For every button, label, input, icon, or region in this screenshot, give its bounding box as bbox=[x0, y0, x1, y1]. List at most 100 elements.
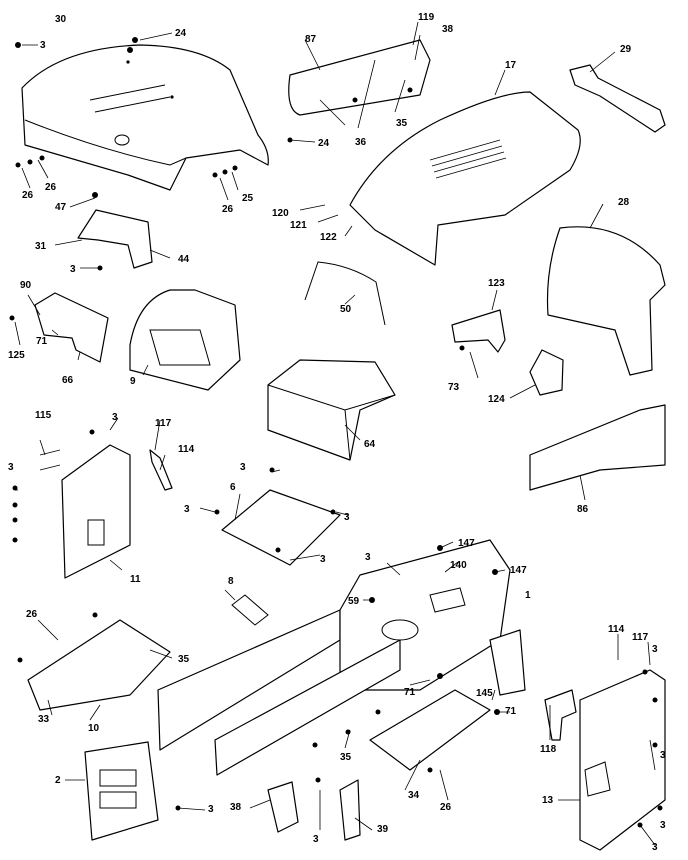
label-87: 87 bbox=[305, 34, 317, 45]
label-35: 35 bbox=[396, 118, 408, 129]
part-9-console bbox=[129, 289, 241, 391]
part-118-bracket bbox=[544, 689, 577, 741]
label-123: 123 bbox=[488, 278, 505, 289]
label-26: 26 bbox=[45, 182, 57, 193]
part-29-hood-bracket bbox=[569, 64, 666, 133]
label-35: 35 bbox=[178, 654, 190, 665]
label-38: 38 bbox=[442, 24, 454, 35]
fasteners bbox=[9, 37, 663, 828]
label-114: 114 bbox=[608, 624, 625, 635]
part-13-panel bbox=[579, 669, 666, 851]
part-6-cover-plate bbox=[221, 489, 341, 566]
label-140: 140 bbox=[450, 560, 467, 571]
label-2: 2 bbox=[55, 775, 61, 786]
label-147: 147 bbox=[458, 538, 475, 549]
label-13: 13 bbox=[542, 795, 554, 806]
part-11-plate bbox=[61, 444, 131, 579]
part-8-link bbox=[231, 594, 269, 626]
label-114: 114 bbox=[178, 444, 195, 455]
label-50: 50 bbox=[340, 304, 352, 315]
label-6: 6 bbox=[230, 482, 236, 493]
leader-lines bbox=[14, 21, 656, 846]
label-11: 11 bbox=[130, 574, 141, 585]
label-17: 17 bbox=[505, 60, 517, 71]
label-117: 117 bbox=[155, 418, 172, 429]
label-1: 1 bbox=[525, 590, 531, 601]
label-3: 3 bbox=[344, 512, 350, 523]
label-121: 121 bbox=[290, 220, 307, 231]
label-35: 35 bbox=[340, 752, 352, 763]
label-115: 115 bbox=[35, 410, 52, 421]
part-28-fender-side bbox=[546, 226, 666, 376]
part-2-plate bbox=[84, 741, 159, 841]
label-44: 44 bbox=[178, 254, 190, 265]
label-10: 10 bbox=[88, 723, 100, 734]
label-34: 34 bbox=[408, 790, 420, 801]
part-17-rear-hood bbox=[349, 91, 581, 266]
label-9: 9 bbox=[130, 376, 136, 387]
label-147: 147 bbox=[510, 565, 527, 576]
label-25: 25 bbox=[242, 193, 254, 204]
part-90-plate bbox=[34, 292, 109, 363]
part-50-rod bbox=[304, 261, 386, 326]
callout-labels: 30 3 24 87 119 38 29 17 36 35 24 26 26 4… bbox=[8, 12, 666, 853]
label-26: 26 bbox=[440, 802, 452, 813]
label-64: 64 bbox=[364, 439, 376, 450]
part-38-bracket bbox=[267, 781, 299, 833]
label-30: 30 bbox=[55, 14, 67, 25]
part-123-bracket bbox=[451, 309, 506, 353]
part-124-bracket bbox=[529, 349, 564, 396]
label-31: 31 bbox=[35, 241, 47, 252]
label-71: 71 bbox=[36, 336, 48, 347]
label-86: 86 bbox=[577, 504, 589, 515]
label-59: 59 bbox=[348, 596, 360, 607]
label-3: 3 bbox=[320, 554, 326, 565]
label-39: 39 bbox=[377, 824, 389, 835]
label-66: 66 bbox=[62, 375, 74, 386]
label-3: 3 bbox=[40, 40, 46, 51]
part-86-panel bbox=[529, 404, 666, 491]
label-3: 3 bbox=[112, 412, 118, 423]
part-30-hood bbox=[21, 44, 269, 191]
label-3: 3 bbox=[313, 834, 319, 845]
label-3: 3 bbox=[8, 462, 14, 473]
part-39-bracket bbox=[339, 779, 361, 841]
part-31-bracket bbox=[77, 209, 153, 269]
label-3: 3 bbox=[652, 842, 658, 853]
part-64-support bbox=[267, 359, 396, 461]
label-71: 71 bbox=[404, 687, 416, 698]
label-28: 28 bbox=[618, 197, 630, 208]
label-122: 122 bbox=[320, 232, 337, 243]
label-3: 3 bbox=[660, 750, 666, 761]
label-119: 119 bbox=[418, 12, 435, 23]
label-24: 24 bbox=[175, 28, 187, 39]
label-3: 3 bbox=[184, 504, 190, 515]
label-8: 8 bbox=[228, 576, 234, 587]
label-3: 3 bbox=[70, 264, 76, 275]
label-29: 29 bbox=[620, 44, 632, 55]
label-73: 73 bbox=[448, 382, 460, 393]
label-124: 124 bbox=[488, 394, 505, 405]
label-33: 33 bbox=[38, 714, 50, 725]
label-38: 38 bbox=[230, 802, 242, 813]
part-114-bracket bbox=[149, 449, 173, 491]
label-3: 3 bbox=[208, 804, 214, 815]
part-33-floor-pan bbox=[27, 619, 171, 711]
label-47: 47 bbox=[55, 202, 67, 213]
label-90: 90 bbox=[20, 280, 32, 291]
label-120: 120 bbox=[272, 208, 289, 219]
part-87-dash-panel bbox=[288, 39, 431, 116]
label-26: 26 bbox=[26, 609, 38, 620]
label-26: 26 bbox=[222, 204, 234, 215]
label-117: 117 bbox=[632, 632, 649, 643]
label-3: 3 bbox=[660, 820, 666, 831]
label-118: 118 bbox=[540, 744, 557, 755]
part-115-block bbox=[39, 449, 61, 471]
part-34-tray bbox=[369, 689, 491, 771]
label-36: 36 bbox=[355, 137, 367, 148]
label-24: 24 bbox=[318, 138, 330, 149]
label-26: 26 bbox=[22, 190, 34, 201]
label-3: 3 bbox=[365, 552, 371, 563]
label-3: 3 bbox=[652, 644, 658, 655]
